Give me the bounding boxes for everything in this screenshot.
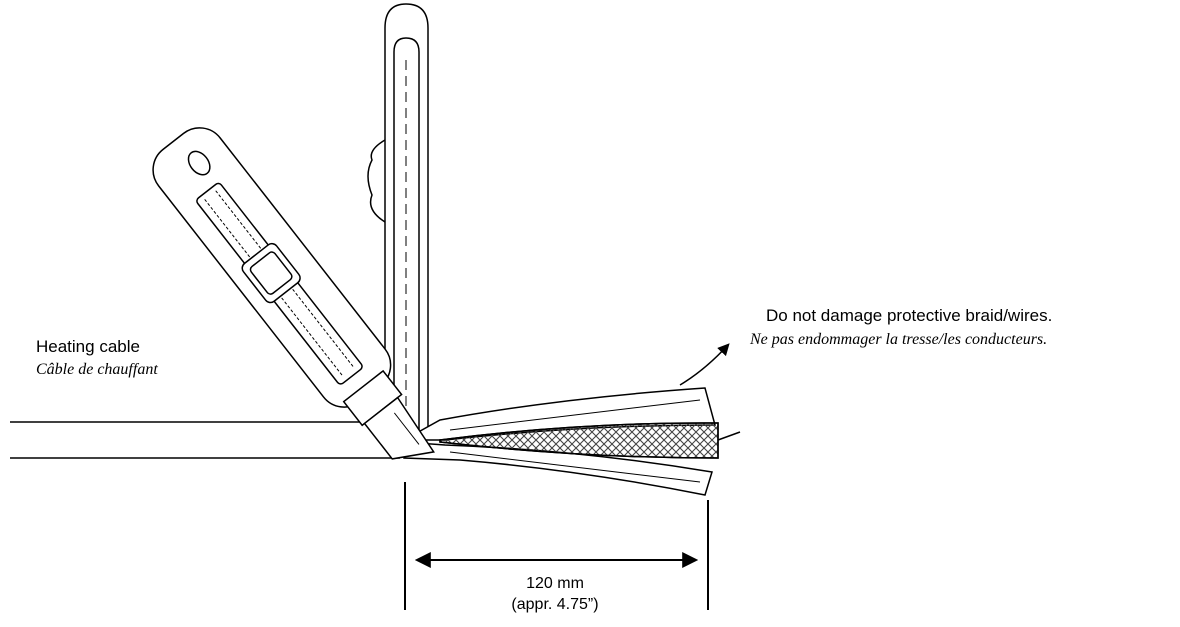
dimension-in-label: (appr. 4.75”) — [511, 596, 599, 613]
warning-label: Do not damage protective braid/wires. — [766, 306, 1053, 325]
heating-cable-label-fr: Câble de chauffant — [36, 361, 158, 378]
dimension-mm-label: 120 mm — [526, 575, 584, 592]
vertical-guide — [367, 3, 429, 440]
utility-knife-icon — [152, 127, 435, 460]
dimension-marker — [404, 482, 709, 610]
curved-arrow-icon — [679, 343, 730, 386]
warning-label-fr: Ne pas endommager la tresse/les conducte… — [750, 331, 1048, 348]
heating-cable — [10, 421, 401, 459]
split-cable-jacket — [401, 387, 741, 496]
heating-cable-label: Heating cable — [36, 337, 140, 356]
